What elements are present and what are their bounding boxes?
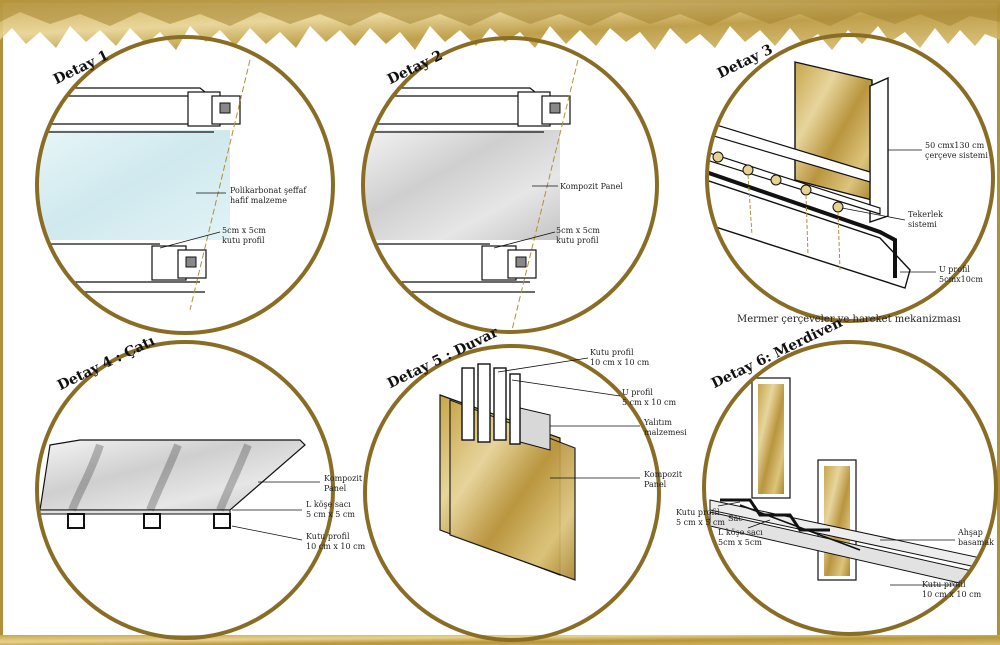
detail-1-label-polycarbonate: Polikarbonat şeffaf hafif malzeme xyxy=(230,186,307,205)
detail-5-label-composite-panel: Kompozit Panel xyxy=(644,470,683,489)
detail-5-label-box-profile: Kutu profil 10 cm x 10 cm xyxy=(590,348,650,367)
detail-5-label-u-profile: U profil 5 cm x 10 cm xyxy=(622,388,677,407)
detail-2-label-box-profile: 5cm x 5cm kutu profil xyxy=(556,226,600,245)
detail-6-label-box-profile-large: Kutu profil 10 cm x 10 cm xyxy=(922,580,982,599)
detail-3-label-wheel-system: Tekerlek sistemi xyxy=(908,210,943,229)
detail-4-label-l-corner-sheet: L köşe sacı 5 cm x 5 cm xyxy=(306,500,355,519)
detail-4-label-box-profile: Kutu profil 10 cm x 10 cm xyxy=(306,532,366,551)
detail-5-label-insulation: Yalıtım malzemesi xyxy=(644,418,687,437)
detail-6-label-l-corner-sheet: L köşe sacı 5cm x 5cm xyxy=(718,528,763,547)
detail-6-label-sheet: Sac xyxy=(728,514,743,523)
detail-3-label-frame-system: 50 cmx130 cm çerçeve sistemi xyxy=(925,141,988,160)
detail-6-label-wood-step: Ahşap basamak xyxy=(958,528,994,547)
detail-2-label-composite-panel: Kompozit Panel xyxy=(560,182,623,191)
detail-3-caption: Mermer çerçeveler ve hareket mekanizması xyxy=(737,314,961,325)
detail-6-label-box-profile-small: Kutu profil 5 cm x 5 cm xyxy=(676,508,725,527)
detail-1-label-box-profile: 5cm x 5cm kutu profil xyxy=(222,226,266,245)
detail-3-label-u-profile: U profil 5cmx10cm xyxy=(939,265,983,284)
detail-4-label-composite-panel: Kompozit Panel xyxy=(324,474,363,493)
